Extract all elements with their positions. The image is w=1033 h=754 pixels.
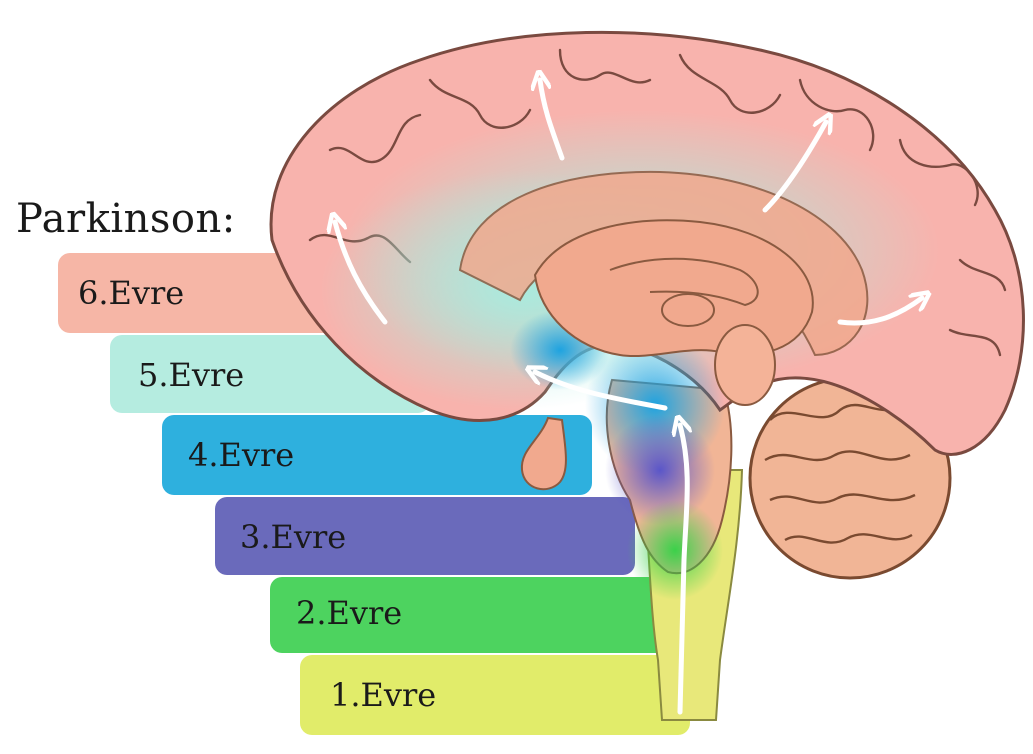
stage-label-4: 4.Evre: [188, 436, 295, 474]
stage-band-3: [215, 497, 635, 575]
midbrain-tectum: [714, 324, 776, 406]
stage-label-1: 1.Evre: [330, 676, 437, 714]
diagram-title: Parkinson:: [16, 196, 236, 242]
stage-label-2: 2.Evre: [296, 594, 403, 632]
mammillary: [661, 293, 715, 327]
stage-band-4: [162, 415, 592, 495]
arrow-cortex-right: [837, 298, 922, 326]
arrow-cortex-top: [540, 80, 565, 161]
stage-band-1: [300, 655, 690, 735]
arrow-up-cord: [680, 425, 687, 715]
stage-band-2: [270, 577, 690, 653]
thalamus: [533, 219, 814, 357]
cerebellum-folds: [764, 403, 916, 544]
pituitary: [520, 416, 567, 491]
arrow-cortex-left: [335, 222, 388, 325]
arrow-to-cortex-front: [535, 372, 668, 411]
stage-label-3: 3.Evre: [240, 518, 347, 556]
thalamus-detail: [609, 257, 759, 307]
stage-bands: [58, 253, 690, 735]
stage-label-5: 5.Evre: [138, 356, 245, 394]
progression-arrows: [335, 80, 922, 715]
stage-label-6: 6.Evre: [78, 274, 185, 312]
arrow-cortex-upper-right: [762, 122, 826, 213]
